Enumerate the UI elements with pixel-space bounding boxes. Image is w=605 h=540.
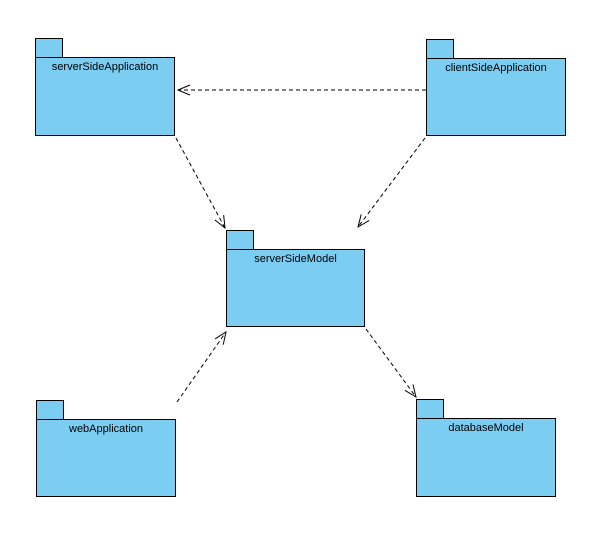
package-tab xyxy=(35,38,63,58)
package-tab xyxy=(36,400,64,420)
package-tab xyxy=(416,399,444,419)
dependency-arrow-clientSideApplication-to-serverSideModel[interactable] xyxy=(358,137,426,227)
package-tab xyxy=(426,39,454,59)
dependency-arrow-serverSideApplication-to-serverSideModel[interactable] xyxy=(175,137,225,228)
dependency-arrow-webApplication-to-serverSideModel[interactable] xyxy=(176,332,226,403)
dependency-arrow-serverSideModel-to-databaseModel[interactable] xyxy=(365,328,416,397)
package-body: serverSideModel xyxy=(226,249,365,327)
package-label: serverSideModel xyxy=(254,253,337,265)
package-tab xyxy=(226,230,254,250)
package-label: databaseModel xyxy=(448,422,524,434)
package-body: databaseModel xyxy=(416,418,556,497)
package-body: webApplication xyxy=(36,419,176,497)
package-label: serverSideApplication xyxy=(51,61,159,73)
package-body: serverSideApplication xyxy=(35,57,175,136)
package-body: clientSideApplication xyxy=(426,58,566,136)
package-label: clientSideApplication xyxy=(445,62,547,74)
package-label: webApplication xyxy=(69,423,143,435)
